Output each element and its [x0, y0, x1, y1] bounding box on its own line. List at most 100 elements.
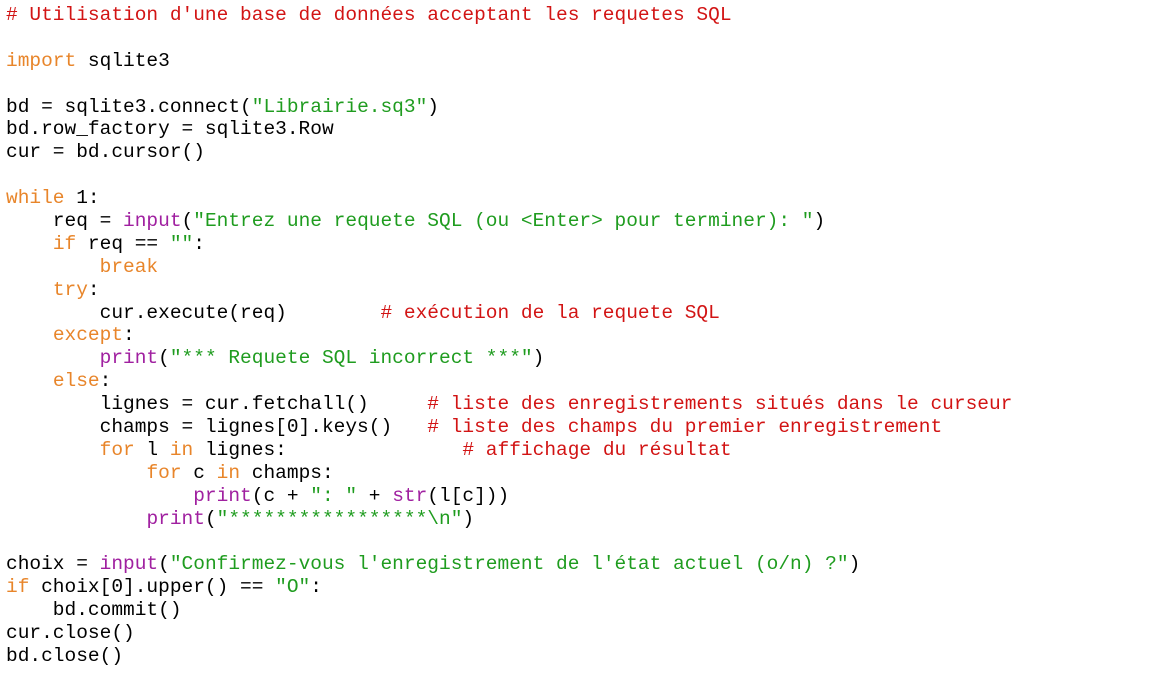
code-text: :	[123, 324, 135, 347]
code-text	[6, 485, 193, 507]
code-text	[6, 462, 146, 484]
code-line[interactable]: cur = bd.cursor()	[6, 141, 1151, 164]
code-builtin: input	[99, 553, 159, 576]
code-line[interactable]: print(c + ": " + str(l[c]))	[6, 485, 1151, 508]
code-line[interactable]: bd.commit()	[6, 599, 1151, 622]
code-text: (c +	[251, 484, 311, 507]
code-string: ": "	[310, 484, 358, 507]
code-text: )	[462, 507, 475, 530]
code-keyword: in	[169, 438, 194, 461]
code-builtin: print	[193, 484, 252, 507]
code-string: "Librairie.sq3"	[251, 95, 428, 118]
code-keyword: for	[99, 438, 135, 461]
code-line[interactable]: break	[6, 256, 1151, 279]
code-line[interactable]	[6, 164, 1151, 187]
code-text	[6, 439, 100, 461]
code-text: req =	[6, 210, 124, 233]
code-keyword: try	[52, 278, 88, 301]
code-line[interactable]: if req == "":	[6, 233, 1151, 256]
code-text: sqlite3	[76, 49, 170, 72]
code-text: (	[181, 210, 194, 233]
code-text	[6, 233, 53, 255]
code-keyword: if	[6, 576, 30, 599]
code-line[interactable]	[6, 530, 1151, 553]
code-comment: # liste des enregistrements situés dans …	[427, 393, 1013, 416]
code-string: "*****************\n"	[216, 507, 463, 530]
code-line[interactable]: cur.close()	[6, 622, 1151, 645]
code-text: (l[c]))	[427, 484, 510, 507]
code-text: bd.close()	[6, 644, 124, 667]
code-line[interactable]: # Utilisation d'une base de données acce…	[6, 4, 1151, 27]
code-text: )	[427, 95, 439, 118]
code-builtin: print	[99, 347, 159, 370]
code-line[interactable]: else:	[6, 370, 1151, 393]
code-text: :	[310, 576, 322, 599]
code-text: cur = bd.cursor()	[6, 141, 205, 164]
code-text: champs:	[240, 461, 334, 484]
code-text: cur.close()	[6, 622, 135, 645]
code-builtin: str	[392, 484, 428, 507]
code-text: bd.row_factory = sqlite3.Row	[6, 118, 334, 141]
code-text: (	[204, 507, 217, 530]
code-text	[6, 279, 53, 301]
code-comment: # exécution de la requete SQL	[380, 301, 720, 324]
code-line[interactable]: if choix[0].upper() == "O":	[6, 576, 1151, 599]
code-string: "O"	[275, 576, 311, 599]
code-line[interactable]: import sqlite3	[6, 50, 1151, 73]
code-line[interactable]: for c in champs:	[6, 462, 1151, 485]
code-line[interactable]: except:	[6, 324, 1151, 347]
code-line[interactable]: req = input("Entrez une requete SQL (ou …	[6, 210, 1151, 233]
code-text	[6, 347, 100, 369]
code-comment: # affichage du résultat	[462, 438, 732, 461]
code-line[interactable]: lignes = cur.fetchall() # liste des enre…	[6, 393, 1151, 416]
code-string: "Confirmez-vous l'enregistrement de l'ét…	[169, 553, 849, 576]
code-line[interactable]: bd.close()	[6, 645, 1151, 668]
code-keyword: if	[52, 232, 77, 255]
code-text: cur.execute(req)	[6, 301, 381, 324]
code-line[interactable]	[6, 73, 1151, 96]
code-keyword: break	[99, 255, 159, 278]
code-text	[6, 256, 100, 278]
code-keyword: in	[216, 461, 241, 484]
code-line[interactable]	[6, 27, 1151, 50]
code-line[interactable]: bd = sqlite3.connect("Librairie.sq3")	[6, 96, 1151, 119]
code-text: c	[181, 461, 217, 484]
code-line[interactable]: champs = lignes[0].keys() # liste des ch…	[6, 416, 1151, 439]
code-line[interactable]: choix = input("Confirmez-vous l'enregist…	[6, 553, 1151, 576]
code-line[interactable]: bd.row_factory = sqlite3.Row	[6, 118, 1151, 141]
code-text: champs = lignes[0].keys()	[6, 416, 428, 439]
code-text: )	[532, 347, 545, 370]
code-text: choix[0].upper() ==	[29, 576, 276, 599]
code-line[interactable]: while 1:	[6, 187, 1151, 210]
code-string: ""	[169, 232, 194, 255]
code-text: :	[193, 232, 205, 255]
code-keyword: for	[146, 461, 182, 484]
code-text: bd.commit()	[6, 599, 182, 622]
code-text	[6, 370, 53, 392]
code-text: (	[158, 347, 170, 370]
code-line[interactable]: print("*****************\n")	[6, 508, 1151, 531]
code-text: lignes = cur.fetchall()	[6, 393, 428, 416]
code-text: choix =	[6, 553, 100, 576]
code-text	[6, 324, 53, 346]
code-text: 1:	[64, 187, 100, 210]
code-keyword: except	[52, 324, 124, 347]
code-text: lignes:	[193, 438, 463, 461]
code-text: )	[813, 210, 826, 233]
code-line[interactable]: cur.execute(req) # exécution de la reque…	[6, 302, 1151, 325]
code-builtin: print	[146, 507, 205, 530]
code-comment: # Utilisation d'une base de données acce…	[6, 4, 732, 26]
code-text: bd = sqlite3.connect(	[6, 95, 252, 118]
code-text: :	[87, 278, 100, 301]
code-line[interactable]: print("*** Requete SQL incorrect ***")	[6, 347, 1151, 370]
code-text: (	[158, 553, 170, 576]
code-text	[6, 508, 146, 530]
code-line[interactable]: try:	[6, 279, 1151, 302]
code-text: :	[99, 370, 112, 393]
code-string: "Entrez une requete SQL (ou <Enter> pour…	[193, 210, 814, 233]
code-line[interactable]: for l in lignes: # affichage du résultat	[6, 439, 1151, 462]
code-keyword: import	[6, 49, 77, 72]
code-comment: # liste des champs du premier enregistre…	[427, 416, 943, 439]
code-builtin: input	[123, 210, 182, 233]
